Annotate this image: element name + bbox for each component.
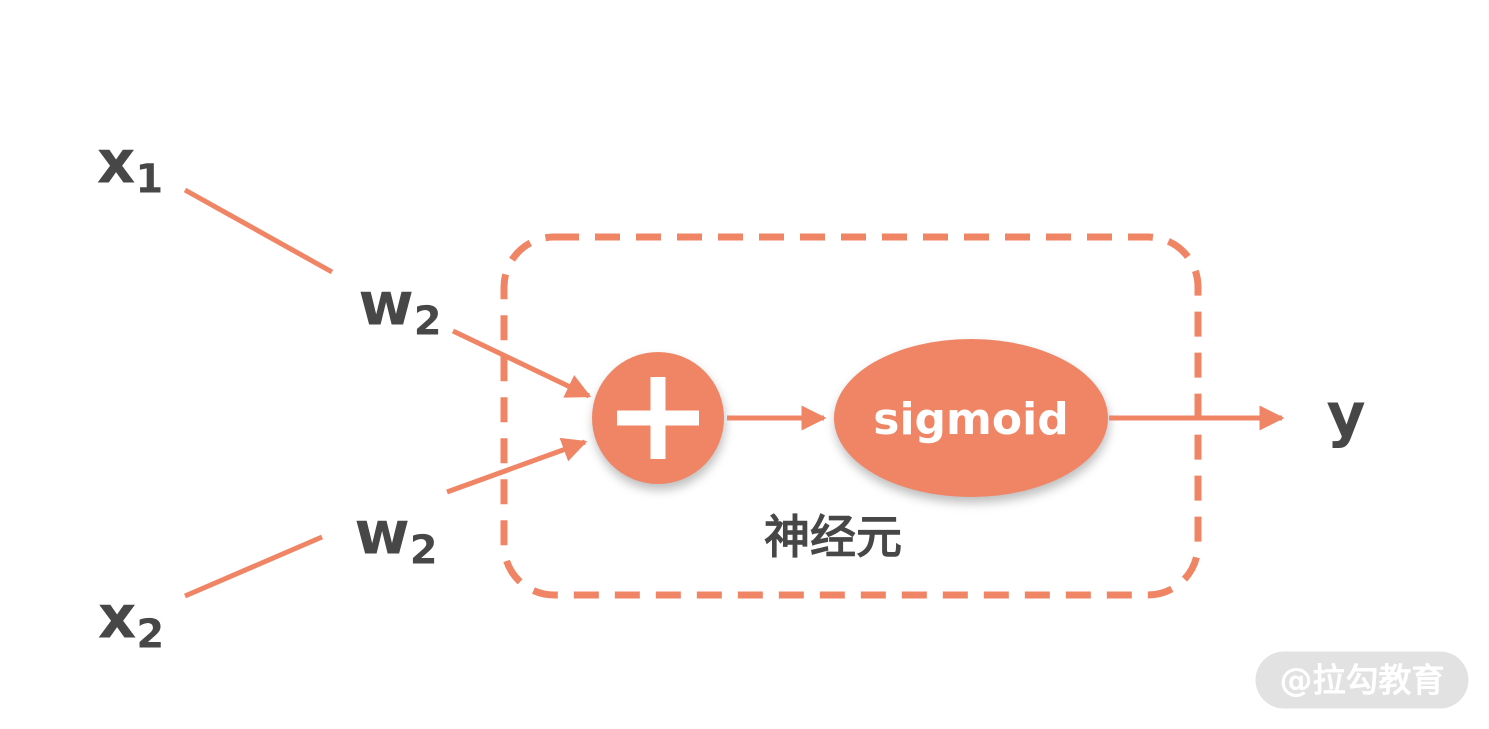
watermark-badge: @拉勾教育: [1255, 651, 1469, 709]
edge-x1-to-weight: [183, 187, 334, 275]
weight-label-bottom-base: w: [354, 498, 410, 569]
sigmoid-node: [834, 339, 1108, 497]
input-label-x2-base: x: [97, 582, 137, 653]
edge-x2-to-weight: [184, 534, 323, 599]
input-label-x2-sub: 2: [136, 611, 165, 658]
weight-label-bottom: w2: [354, 504, 437, 571]
input-label-x1: x1: [97, 133, 164, 200]
weight-label-top: w2: [358, 275, 441, 342]
output-label-y: y: [1326, 380, 1366, 450]
neuron-box-label: 神经元: [764, 510, 902, 564]
edge-weight-to-sum-bottom: [446, 437, 588, 495]
weight-label-bottom-sub: 2: [409, 527, 438, 574]
weight-label-top-base: w: [358, 269, 414, 340]
plus-icon: [617, 377, 699, 459]
input-label-x1-base: x: [96, 127, 136, 198]
edge-weight-to-sum-top: [451, 328, 592, 399]
sigmoid-label: sigmoid: [873, 394, 1069, 445]
weight-label-top-sub: 2: [413, 298, 442, 345]
input-label-x1-sub: 1: [135, 156, 164, 203]
input-label-x2: x2: [98, 588, 165, 655]
